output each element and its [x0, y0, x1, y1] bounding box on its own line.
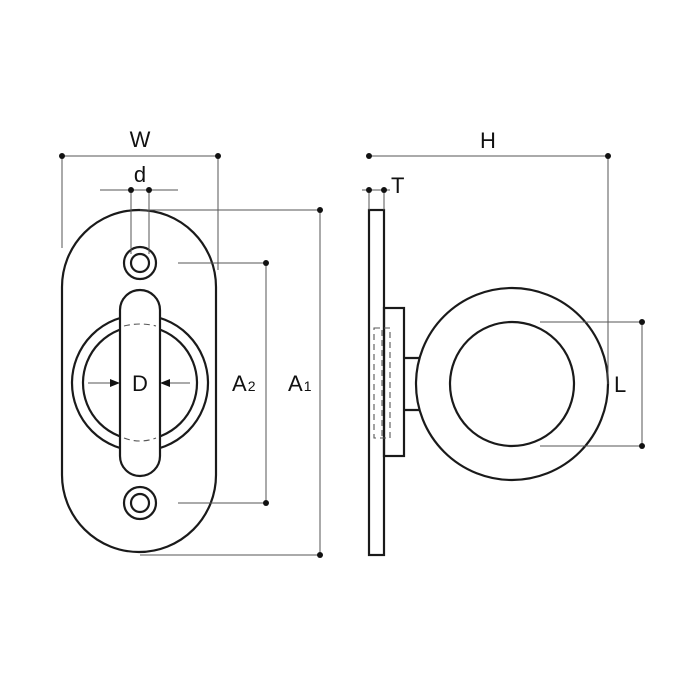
dim-w-dot-left [59, 153, 65, 159]
dim-a2-dot-top [263, 260, 269, 266]
side-hidden-slot [373, 327, 391, 439]
dim-h-dot-left [366, 153, 372, 159]
label-w: W [130, 127, 151, 152]
label-a2: A2 [232, 371, 256, 396]
side-view: H T L [362, 128, 645, 557]
dim-d-dot-left [128, 187, 134, 193]
label-d: d [134, 162, 146, 187]
dim-t-dot-right [381, 187, 387, 193]
strap-hidden-lines [123, 323, 157, 442]
ring-strap [118, 288, 162, 478]
side-ring-inner [448, 320, 576, 448]
dim-a1-dot-bottom [317, 552, 323, 558]
label-D: D [132, 371, 148, 396]
dim-h-dot-right [605, 153, 611, 159]
label-t: T [391, 173, 404, 198]
label-h: H [480, 128, 496, 153]
top-screw-hole-outer [122, 245, 158, 281]
base-plate-outline [60, 208, 218, 554]
label-a1: A1 [288, 371, 312, 396]
dim-a1-dot-top [317, 207, 323, 213]
dim-l-dot-bottom [639, 443, 645, 449]
bottom-screw-hole-inner [129, 492, 151, 514]
dim-a2-dot-bottom [263, 500, 269, 506]
side-ring-outer [414, 286, 610, 482]
top-screw-hole-inner [129, 252, 151, 274]
dim-t-dot-left [366, 187, 372, 193]
ring-neck [404, 356, 420, 412]
dim-D-arrowhead-right [160, 379, 170, 387]
bottom-screw-hole-outer [122, 485, 158, 521]
dim-l-dot-top [639, 319, 645, 325]
front-view: W d D A2 A1 [59, 127, 323, 558]
side-block [382, 306, 406, 458]
dim-d-dot-right [146, 187, 152, 193]
dim-w-dot-right [215, 153, 221, 159]
label-l: L [614, 372, 626, 397]
dim-D-arrowhead-left [110, 379, 120, 387]
